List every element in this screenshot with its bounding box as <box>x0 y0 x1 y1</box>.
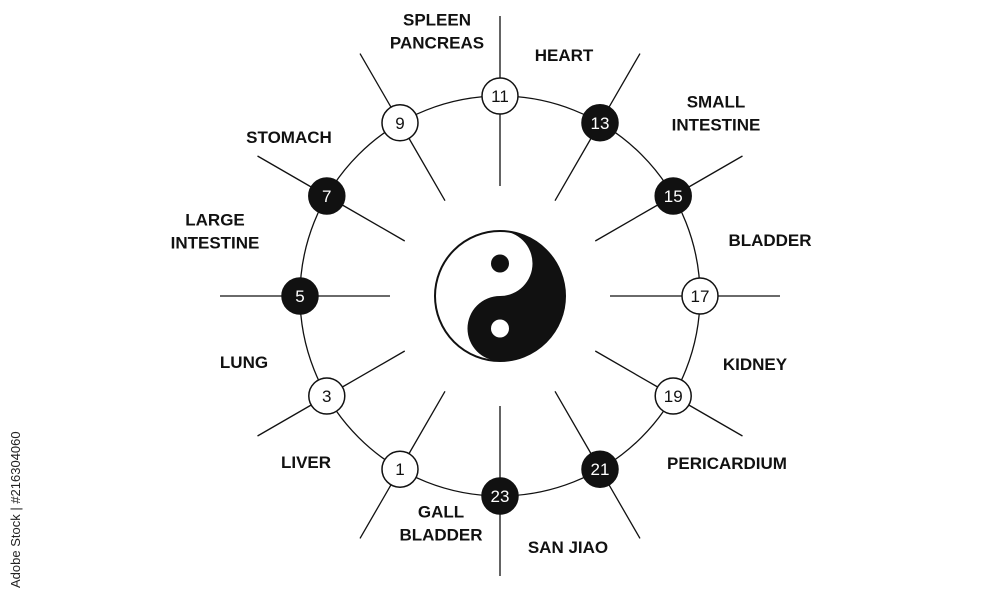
hour-marker-19 <box>654 377 692 415</box>
organ-label-19: PERICARDIUM <box>667 454 787 473</box>
spoke-outer-7 <box>257 155 312 188</box>
spoke-outer-19 <box>688 404 743 437</box>
spoke-outer-15 <box>688 155 743 188</box>
spoke-inner-7 <box>342 204 406 242</box>
hour-marker-1 <box>381 450 419 488</box>
watermark: Adobe Stock | #216304060 <box>6 360 26 590</box>
hour-number-7: 7 <box>322 187 331 206</box>
hour-marker-7 <box>308 177 346 215</box>
organ-label-7: STOMACH <box>246 128 332 147</box>
organ-label-17: KIDNEY <box>723 355 788 374</box>
spoke-outer-13 <box>608 53 641 108</box>
spoke-inner-19 <box>594 350 658 388</box>
hour-number-17: 17 <box>691 287 710 306</box>
hour-marker-11 <box>481 77 519 115</box>
hour-number-5: 5 <box>295 287 304 306</box>
hour-number-3: 3 <box>322 387 331 406</box>
hour-number-9: 9 <box>395 114 404 133</box>
spoke-outer-21 <box>608 484 641 539</box>
spoke-inner-15 <box>594 204 658 242</box>
hour-marker-23 <box>481 477 519 515</box>
hour-number-11: 11 <box>491 87 509 106</box>
hour-number-15: 15 <box>664 187 683 206</box>
hour-marker-21 <box>581 450 619 488</box>
organ-label-9: PANCREAS <box>390 34 484 53</box>
spoke-inner-13 <box>554 138 592 202</box>
spokes <box>220 16 780 576</box>
spoke-inner-1 <box>408 390 446 454</box>
organ-label-3: LUNG <box>220 353 268 372</box>
organ-label-5: LARGE <box>185 211 245 230</box>
organ-label-13: SMALL <box>687 93 746 112</box>
watermark-text: Adobe Stock | #216304060 <box>8 431 23 588</box>
hour-marker-17 <box>681 277 719 315</box>
spoke-outer-9 <box>359 53 392 108</box>
hour-marker-5 <box>281 277 319 315</box>
organ-label-11: HEART <box>535 46 594 65</box>
organ-label-21: SAN JIAO <box>528 538 608 557</box>
hour-number-1: 1 <box>395 460 404 479</box>
hour-marker-13 <box>581 104 619 142</box>
hour-number-19: 19 <box>664 387 683 406</box>
organ-label-9: SPLEEN <box>403 11 471 30</box>
spoke-inner-9 <box>408 138 446 202</box>
organ-label-13: INTESTINE <box>672 116 761 135</box>
hour-marker-15 <box>654 177 692 215</box>
hour-marker-3 <box>308 377 346 415</box>
spoke-outer-1 <box>359 484 392 539</box>
hour-marker-9 <box>381 104 419 142</box>
organ-label-15: BLADDER <box>728 231 811 250</box>
hour-number-23: 23 <box>491 487 510 506</box>
organ-labels: LIVER LUNG LARGE INTESTINE STOMACH SPLEEN PANC… <box>171 11 812 558</box>
yin-yang-icon <box>434 230 566 362</box>
spoke-inner-21 <box>554 390 592 454</box>
organ-label-23: BLADDER <box>399 526 482 545</box>
organ-label-23: GALL <box>418 503 464 522</box>
hour-number-13: 13 <box>591 114 610 133</box>
organ-label-5: INTESTINE <box>171 234 260 253</box>
spoke-inner-3 <box>342 350 406 388</box>
organ-label-1: LIVER <box>281 453 331 472</box>
hour-number-21: 21 <box>591 460 610 479</box>
spoke-outer-3 <box>257 404 312 437</box>
